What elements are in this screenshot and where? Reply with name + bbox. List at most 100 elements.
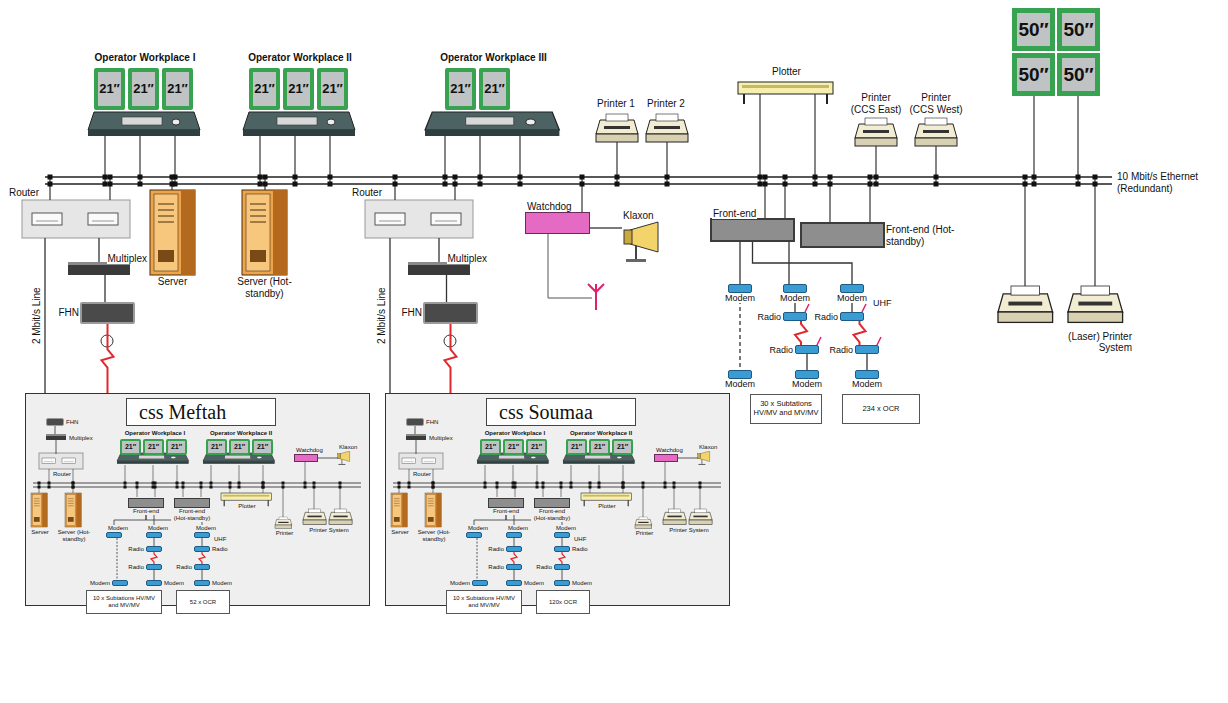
cable-line bbox=[389, 238, 390, 393]
modem-unit-label: Radio bbox=[211, 546, 229, 553]
device-area: Plotter bbox=[222, 494, 272, 502]
klaxon bbox=[624, 222, 658, 262]
modem-unit: Modem bbox=[472, 580, 488, 586]
wall-screen: 50″ bbox=[1057, 53, 1100, 96]
ethernet-bus bbox=[201, 483, 202, 497]
operator-desk bbox=[243, 112, 355, 136]
ethernet-bus bbox=[263, 175, 268, 180]
monitor-screen-label: 21″ bbox=[171, 443, 182, 451]
modem-unit-label: Modem bbox=[571, 580, 593, 587]
modem-unit: Modem bbox=[194, 580, 210, 586]
modem-unit: Modem bbox=[783, 284, 807, 293]
ethernet-bus bbox=[393, 483, 721, 487]
device-area: Printer bbox=[636, 518, 653, 529]
wall-screen-label: 50″ bbox=[1018, 19, 1048, 41]
band-label: UHF bbox=[573, 536, 587, 543]
ethernet-bus bbox=[182, 486, 185, 489]
printer bbox=[596, 114, 638, 142]
ethernet-bus bbox=[561, 483, 562, 497]
ethernet-bus bbox=[560, 486, 563, 489]
radio-link bbox=[559, 552, 565, 564]
radio-link bbox=[445, 324, 457, 393]
ethernet-bus bbox=[496, 486, 499, 489]
modem-unit-label: Radio bbox=[813, 311, 839, 321]
ethernet-bus bbox=[443, 175, 448, 180]
watchdog-unit-label: Watchdog bbox=[655, 447, 684, 454]
ethernet-bus bbox=[643, 483, 644, 517]
ethernet-bus bbox=[45, 177, 1112, 184]
ethernet-bus bbox=[453, 175, 458, 180]
operator-desk bbox=[88, 112, 200, 136]
ethernet-bus bbox=[1033, 96, 1034, 184]
router-group: Router bbox=[365, 200, 473, 238]
router bbox=[88, 213, 118, 225]
router-group: Router bbox=[40, 454, 84, 470]
modem-unit: Modem bbox=[728, 370, 752, 379]
ethernet-bus bbox=[229, 486, 232, 489]
ethernet-bus bbox=[496, 482, 499, 485]
ethernet-bus bbox=[210, 486, 213, 489]
modem-unit: Modem bbox=[795, 370, 819, 379]
ethernet-bus bbox=[155, 483, 156, 497]
cable-line bbox=[590, 227, 622, 228]
cable-line bbox=[55, 426, 56, 434]
monitor-screen-label: 21″ bbox=[322, 82, 343, 97]
radio-link bbox=[199, 552, 205, 564]
ethernet-bus bbox=[72, 486, 75, 489]
ethernet-bus bbox=[238, 482, 241, 485]
ethernet-bus bbox=[598, 482, 601, 485]
ethernet-bus bbox=[282, 482, 285, 485]
cable-line bbox=[56, 440, 57, 454]
front-end-unit-label: Front-end bbox=[492, 508, 520, 515]
modem-unit: Radio bbox=[783, 312, 807, 321]
front-end-unit-label: Front-end (Hot-standby) bbox=[885, 224, 959, 247]
operator-workplace-label: Operator Workplace I bbox=[118, 430, 192, 437]
cable-line bbox=[866, 354, 867, 370]
ethernet-bus bbox=[182, 482, 185, 485]
ethernet-bus bbox=[283, 483, 284, 517]
klaxon-horn-label: Klaxon bbox=[622, 210, 655, 222]
cable-line bbox=[753, 242, 853, 284]
ethernet-bus bbox=[543, 483, 544, 497]
ethernet-bus bbox=[229, 482, 232, 485]
band-label: UHF bbox=[213, 536, 227, 543]
router-group: Router bbox=[22, 200, 130, 238]
substation-box-label: 10 x Subtations HV/MV and MV/MV bbox=[448, 595, 520, 609]
ethernet-bus bbox=[589, 486, 592, 489]
ethernet-bus bbox=[154, 486, 157, 489]
ethernet-bus bbox=[398, 482, 401, 485]
device-area-label: Printer 2 bbox=[640, 98, 692, 110]
modem-unit-label: Modem bbox=[163, 580, 185, 587]
ethernet-bus bbox=[409, 469, 410, 487]
device-area-label: Plotter bbox=[738, 66, 835, 78]
modem-unit-label: Modem bbox=[195, 525, 217, 532]
ethernet-bus bbox=[763, 175, 768, 180]
ethernet-bus bbox=[48, 486, 51, 489]
modem-unit: Modem bbox=[146, 532, 162, 538]
ethernet-bus bbox=[758, 175, 763, 180]
ethernet-bus bbox=[1076, 182, 1081, 187]
ethernet-bus bbox=[514, 486, 517, 489]
monitor-screen-label: 21″ bbox=[125, 443, 136, 451]
css-center: css SoumaaFHNMultiplexRouterOperator Wor… bbox=[385, 393, 730, 606]
server-tower: Server bbox=[150, 190, 195, 275]
ethernet-bus bbox=[262, 486, 265, 489]
ethernet-bus bbox=[72, 482, 75, 485]
klaxon-horn-label: Klaxon bbox=[698, 444, 718, 451]
front-end-unit: Front-end (Hot-standby) bbox=[534, 498, 570, 508]
modem-unit-label: Radio bbox=[127, 564, 145, 571]
ethernet-bus bbox=[38, 482, 41, 485]
css-center-label: css Soumaa bbox=[486, 398, 636, 426]
ethernet-bus bbox=[665, 461, 666, 487]
ethernet-bus bbox=[432, 482, 435, 485]
modem-unit: Modem bbox=[855, 370, 879, 379]
radio-link bbox=[854, 321, 866, 345]
ethernet-bus bbox=[49, 469, 50, 487]
ethernet-bus bbox=[868, 175, 873, 180]
ethernet-bus bbox=[1023, 182, 1028, 187]
ethernet-bus bbox=[408, 486, 411, 489]
monitor-screen: 21″ bbox=[503, 439, 524, 455]
ethernet-bus bbox=[699, 486, 702, 489]
cable-line bbox=[202, 538, 203, 546]
cable-line bbox=[117, 538, 118, 580]
